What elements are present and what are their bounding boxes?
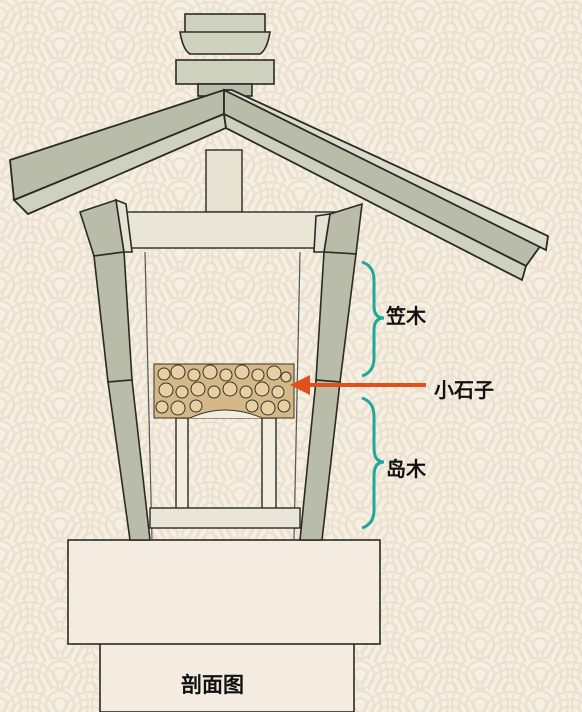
- inner-frame: [119, 211, 339, 541]
- roof: [9, 88, 549, 282]
- arrow-koishi: [290, 375, 426, 395]
- left-pillar: [78, 198, 151, 541]
- brace-kasagi: [361, 260, 385, 378]
- right-pillar: [299, 202, 363, 541]
- label-koishi: 小石子: [434, 378, 494, 402]
- label-shimagi: 岛木: [386, 457, 426, 481]
- center-post: [205, 149, 243, 213]
- base-pedestal: [67, 539, 381, 712]
- gravel-infill: [153, 363, 295, 419]
- section-view-caption: 剖面图: [181, 673, 244, 697]
- brace-shimagi: [361, 396, 385, 530]
- label-kasagi: 笠木: [386, 304, 426, 328]
